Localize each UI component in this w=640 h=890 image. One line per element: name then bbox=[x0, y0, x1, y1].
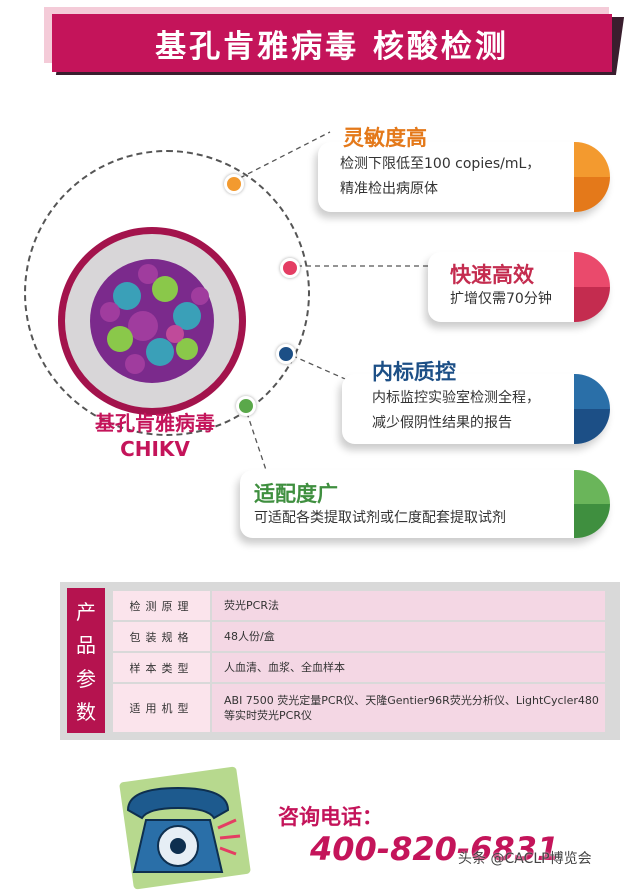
feature-text-2: 扩增仅需70分钟 bbox=[450, 287, 552, 312]
virus-name-cn: 基孔肯雅病毒 bbox=[95, 411, 215, 435]
feature-dot-2 bbox=[280, 258, 300, 278]
phone-icon bbox=[126, 786, 241, 873]
feature-text-3-line-1: 内标监控实验室检测全程， bbox=[372, 390, 540, 406]
feature-card-1 bbox=[318, 142, 610, 212]
feature-card-2 bbox=[428, 252, 610, 322]
params-label: 产 品 参 数 bbox=[67, 588, 105, 733]
params-label-char: 产 bbox=[76, 600, 96, 625]
params-key: 适用机型 bbox=[113, 684, 210, 732]
params-row: 检测原理 荧光PCR法 bbox=[113, 591, 605, 620]
feature-title-2: 快速高效 bbox=[450, 263, 534, 287]
feature-title-1: 灵敏度高 bbox=[343, 126, 427, 150]
params-value: ABI 7500 荧光定量PCR仪、天隆Gentier96R荧光分析仪、Ligh… bbox=[212, 684, 605, 732]
params-row: 包装规格 48人份/盒 bbox=[113, 622, 605, 651]
connector-line-1 bbox=[231, 131, 331, 183]
page-title: 基孔肯雅病毒 核酸检测 bbox=[155, 28, 509, 65]
contact-number[interactable]: 400-820-6831 bbox=[310, 830, 560, 868]
feature-text-1: 检测下限低至100 copies/mL， 精准检出病原体 bbox=[340, 152, 540, 202]
feature-text-4: 可适配各类提取试剂或仁度配套提取试剂 bbox=[254, 506, 506, 531]
virus-name: 基孔肯雅病毒 CHIKV bbox=[70, 410, 240, 462]
params-key: 包装规格 bbox=[113, 622, 210, 651]
params-row: 样本类型 人血清、血浆、全血样本 bbox=[113, 653, 605, 682]
feature-text-1-line-2: 精准检出病原体 bbox=[340, 181, 438, 197]
orbit-circle bbox=[24, 150, 310, 436]
feature-text-4-line-1: 可适配各类提取试剂或仁度配套提取试剂 bbox=[254, 510, 506, 526]
params-value: 荧光PCR法 bbox=[212, 591, 605, 620]
feature-dot-3 bbox=[276, 344, 296, 364]
title-banner-bar: 基孔肯雅病毒 核酸检测 bbox=[52, 14, 612, 72]
params-label-char: 参 bbox=[76, 666, 96, 691]
feature-dot-1 bbox=[224, 174, 244, 194]
params-key: 检测原理 bbox=[113, 591, 210, 620]
feature-dot-4 bbox=[236, 396, 256, 416]
params-label-char: 品 bbox=[76, 633, 96, 658]
params-row: 适用机型 ABI 7500 荧光定量PCR仪、天隆Gentier96R荧光分析仪… bbox=[113, 684, 605, 732]
feature-text-3: 内标监控实验室检测全程， 减少假阴性结果的报告 bbox=[372, 386, 540, 436]
connector-line-4 bbox=[243, 403, 269, 477]
virus-image bbox=[65, 234, 239, 408]
params-value: 人血清、血浆、全血样本 bbox=[212, 653, 605, 682]
contact-label: 咨询电话： bbox=[278, 805, 383, 829]
virus-illustration bbox=[90, 259, 214, 383]
feature-title-3: 内标质控 bbox=[372, 360, 456, 384]
feature-text-3-line-2: 减少假阴性结果的报告 bbox=[372, 415, 512, 431]
watermark: 头条 @CACLP博览会 bbox=[458, 851, 592, 867]
feature-text-1-line-1: 检测下限低至100 copies/mL， bbox=[340, 156, 541, 172]
feature-text-2-line-1: 扩增仅需70分钟 bbox=[450, 291, 552, 307]
params-label-char: 数 bbox=[76, 699, 96, 724]
params-value: 48人份/盒 bbox=[212, 622, 605, 651]
virus-name-en: CHIKV bbox=[120, 437, 190, 461]
params-key: 样本类型 bbox=[113, 653, 210, 682]
feature-title-4: 适配度广 bbox=[254, 482, 338, 506]
